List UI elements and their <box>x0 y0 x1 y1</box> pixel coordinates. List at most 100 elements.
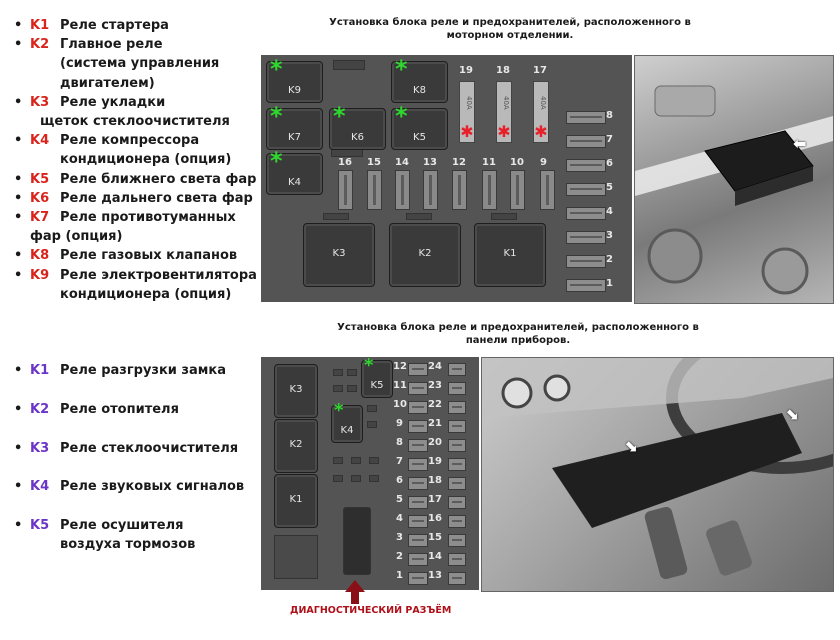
fuse-number: 14 <box>428 551 442 562</box>
legend-text: Реле звуковых сигналов <box>60 479 245 495</box>
legend-code: K2 <box>30 37 50 53</box>
fuse-number: 2 <box>606 254 613 265</box>
fuse-5 <box>566 183 606 196</box>
fuse-number: 7 <box>606 134 613 145</box>
connector-slot <box>491 213 517 220</box>
fuse-9-21 <box>408 420 428 433</box>
fuse-number: 15 <box>367 157 381 168</box>
fuse-number: 17 <box>533 65 547 76</box>
legend-code: K5 <box>30 518 50 534</box>
legend-code: K9 <box>30 267 50 283</box>
engine-block-caption: Установка блока реле и предохранителей, … <box>329 17 691 41</box>
legend-text: Реле дальнего света фар <box>60 190 253 206</box>
engine-bay-illustration <box>635 85 833 295</box>
fuse-number: 4 <box>606 206 613 217</box>
fuse-number: 11 <box>482 157 496 168</box>
legend-code: K6 <box>30 190 50 206</box>
fuse-number: 3 <box>606 230 613 241</box>
relay-k9: *K9 <box>266 57 323 103</box>
relay-slot-empty <box>274 535 318 579</box>
relay-k4: *K4 <box>331 400 363 443</box>
green-star-icon: * <box>270 102 283 130</box>
red-star-icon: ✱ <box>460 122 474 141</box>
engine-fuse-block-diagram: *K9 *K8 *K7 *K6 *K5 *K4 K3 K2 K1 19 18 1… <box>261 55 632 302</box>
fuse-number: 16 <box>428 513 442 524</box>
dashboard-illustration <box>482 358 833 580</box>
fuse-number: 13 <box>423 157 437 168</box>
fuse-number: 10 <box>510 157 524 168</box>
engine-bay-photo: ⬅ <box>634 55 834 304</box>
fuse-4-16 <box>408 515 428 528</box>
green-star-icon: * <box>270 147 283 175</box>
green-star-icon: * <box>395 102 408 130</box>
arrow-down-right-icon: ⬊ <box>624 436 638 455</box>
diagnostic-arrow-icon <box>345 580 365 604</box>
fuse-number: 8 <box>396 437 403 448</box>
fuse-14 <box>395 170 410 210</box>
legend-text: Реле компрессора <box>60 133 200 149</box>
legend-code: K4 <box>30 133 50 149</box>
legend-text-cont: кондиционера (опция) <box>60 286 232 302</box>
fuse-number: 2 <box>396 551 403 562</box>
relay-k4: *K4 <box>266 149 323 195</box>
legend-code: K8 <box>30 248 50 264</box>
fuse-number: 15 <box>428 532 442 543</box>
fuse-number: 21 <box>428 418 442 429</box>
legend-code: K1 <box>30 18 50 33</box>
legend-text: Реле электровентилятора <box>60 267 257 283</box>
green-star-icon: * <box>334 400 344 421</box>
legend-text: Реле стартера <box>60 18 169 33</box>
fuse-number: 20 <box>428 437 442 448</box>
legend-code: K1 <box>30 363 50 378</box>
fuse-number: 12 <box>452 157 466 168</box>
relay-k1: K1 <box>274 474 318 528</box>
relay-k8: *K8 <box>391 57 448 103</box>
legend-text-cont: кондиционера (опция) <box>60 152 232 168</box>
fuse-number: 3 <box>396 532 403 543</box>
fuse-number: 19 <box>459 65 473 76</box>
fuse-3 <box>566 231 606 244</box>
red-star-icon: ✱ <box>534 122 548 141</box>
fuse-11 <box>482 170 497 210</box>
fuse-8 <box>566 111 606 124</box>
fuse-number: 9 <box>540 157 547 168</box>
fuse-number: 17 <box>428 494 442 505</box>
fuse-number: 11 <box>393 380 407 391</box>
legend-code: K4 <box>30 479 50 495</box>
legend-code: K3 <box>30 94 50 110</box>
green-star-icon: * <box>395 55 408 83</box>
fuse-8-20 <box>408 439 428 452</box>
fuse-number: 5 <box>396 494 403 505</box>
fuse-6-18 <box>408 477 428 490</box>
fuse-18: 40A✱ <box>496 81 512 143</box>
fuse-5-17 <box>408 496 428 509</box>
fuse-number: 18 <box>428 475 442 486</box>
legend-code: K5 <box>30 171 50 187</box>
red-star-icon: ✱ <box>497 122 511 141</box>
fuse-number: 10 <box>393 399 407 410</box>
fuse-number: 16 <box>338 157 352 168</box>
legend-text: Реле ближнего света фар <box>60 171 257 187</box>
fuse-16 <box>338 170 353 210</box>
green-star-icon: * <box>333 102 346 130</box>
fuse-number: 19 <box>428 456 442 467</box>
diagnostic-connector-label: ДИАГНОСТИЧЕСКИЙ РАЗЪЁМ <box>290 605 452 616</box>
legend-text: Реле отопителя <box>60 401 179 417</box>
dash-underpanel <box>552 413 802 528</box>
relay-k6: *K6 <box>329 104 386 150</box>
fuse-6 <box>566 159 606 172</box>
legend-code: K7 <box>30 210 50 226</box>
fuse-number: 24 <box>428 361 442 372</box>
